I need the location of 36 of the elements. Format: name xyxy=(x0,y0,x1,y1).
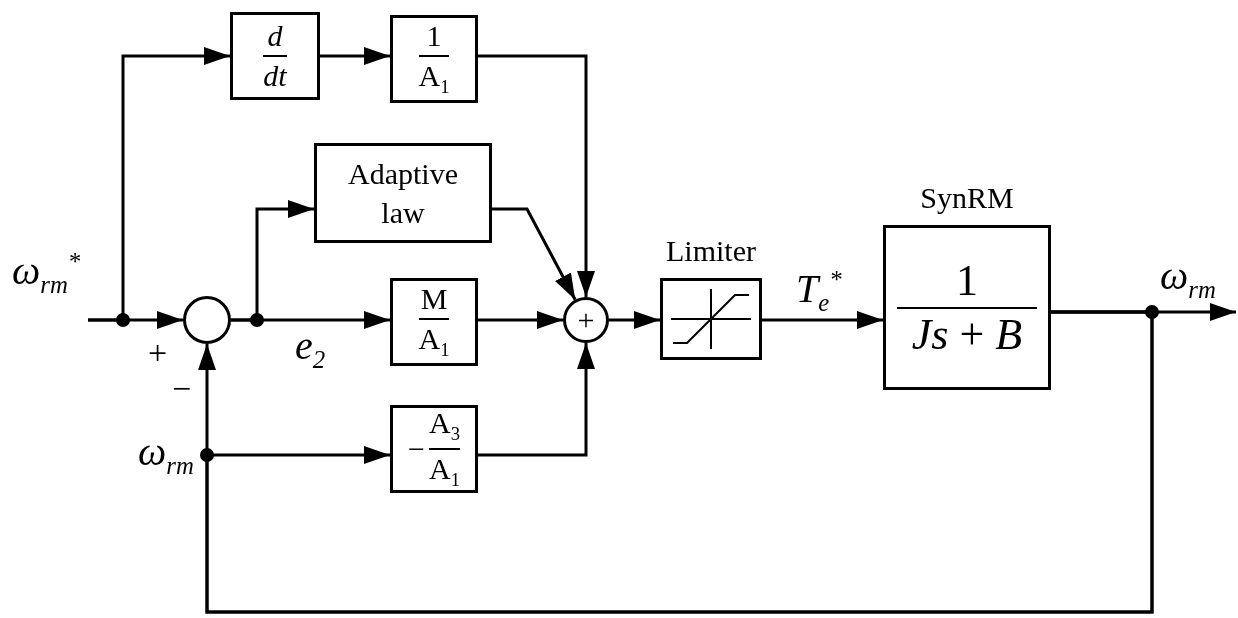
signal-label: ω$_{rm}$ xyxy=(138,432,194,479)
arrow xyxy=(609,311,660,329)
numerator-text: A$_{3}$ xyxy=(428,408,460,444)
gain-block xyxy=(390,15,478,103)
edge-label: e$_{2}$ xyxy=(295,326,326,373)
edge-label: ω$_{rm}$ xyxy=(1160,256,1216,303)
arrow xyxy=(478,343,595,457)
denominator-text: A$_{1}$ xyxy=(418,324,450,360)
numerator-text: d xyxy=(267,21,283,51)
arrow xyxy=(478,311,563,329)
numerator-text: M xyxy=(420,284,448,315)
sign-label: + xyxy=(148,336,168,370)
block-title: SynRM xyxy=(920,183,1014,213)
process-box xyxy=(314,143,492,243)
gain-block xyxy=(390,405,478,493)
denominator-text: A$_{1}$ xyxy=(428,454,460,490)
numerator-text: 1 xyxy=(956,258,978,303)
block-title: Limiter xyxy=(666,236,756,266)
minus-sign: − xyxy=(408,434,425,464)
summing-junction xyxy=(563,297,609,343)
denominator-text: A$_{1}$ xyxy=(418,61,450,97)
block-text: Adaptive law xyxy=(347,156,459,231)
arrow xyxy=(88,47,230,322)
gain-block xyxy=(390,278,478,366)
summing-junction xyxy=(183,296,231,344)
numerator-text: 1 xyxy=(426,21,442,52)
denominator-text: Js + B xyxy=(911,312,1023,357)
denominator-text: dt xyxy=(263,61,287,91)
arrow xyxy=(478,54,595,297)
sign-label: − xyxy=(172,372,192,406)
arrow xyxy=(762,311,883,329)
arrow xyxy=(492,207,577,301)
arrow xyxy=(231,311,390,329)
sum-sign: + xyxy=(577,305,595,335)
arrow xyxy=(320,47,390,65)
gain-block xyxy=(230,12,320,100)
